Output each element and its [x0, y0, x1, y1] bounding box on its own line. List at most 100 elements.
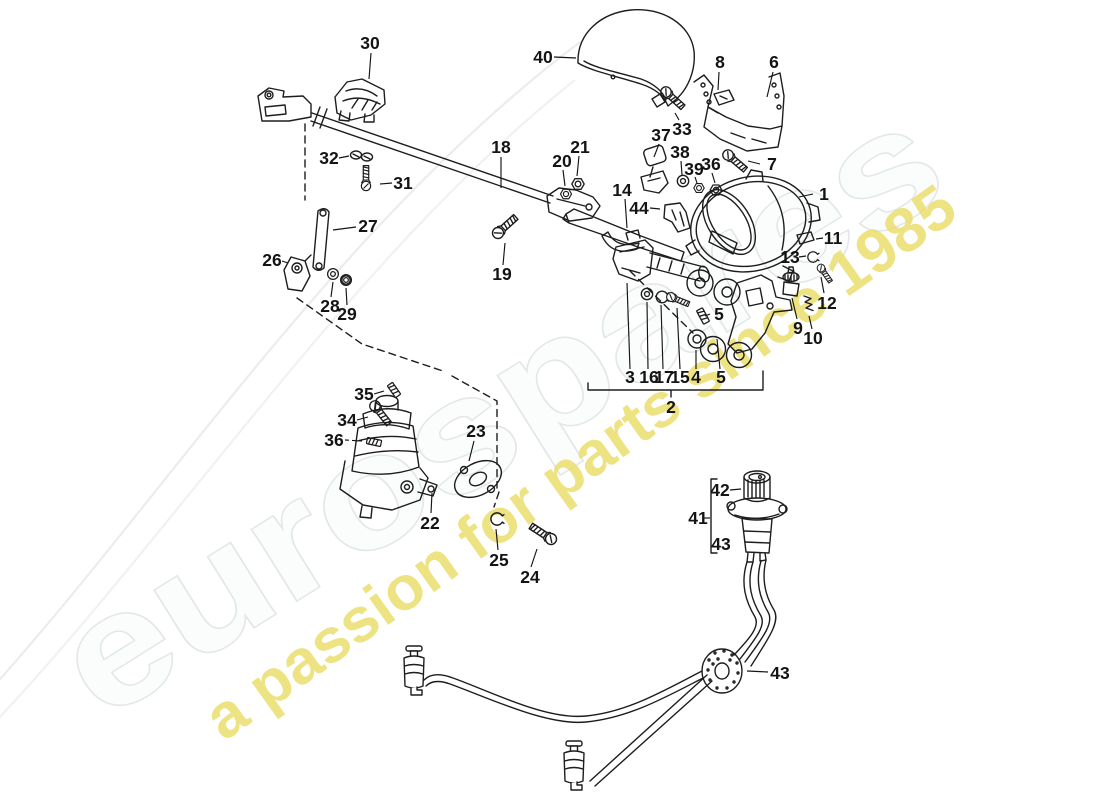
part-label-2: 2 [666, 397, 676, 417]
leader-line-14 [624, 198, 628, 229]
group-bracket-2 [587, 370, 764, 398]
part-41-valve [726, 470, 788, 563]
part-18-rod [310, 106, 554, 204]
leader-line-42 [729, 488, 742, 491]
leader-line-27 [332, 226, 357, 231]
part-14-hook [601, 231, 640, 252]
part-label-13: 13 [780, 247, 800, 267]
part-31-screw [360, 165, 372, 192]
leader-line-29 [345, 287, 348, 306]
part-20-nut [559, 188, 573, 200]
part-19-bolt [489, 212, 521, 242]
part-label-31: 31 [393, 173, 413, 193]
part-11-clip [796, 231, 815, 245]
part-label-43: 43 [770, 663, 790, 683]
part-6-bracket [693, 72, 785, 152]
part-21-nut [571, 178, 585, 190]
part-label-25: 25 [489, 550, 509, 570]
part-label-23: 23 [466, 421, 486, 441]
part-label-17: 17 [654, 367, 673, 387]
part-label-18: 18 [491, 137, 511, 157]
part-label-14: 14 [612, 180, 632, 200]
watermark: eurospares a passion for parts since 198… [25, 68, 974, 754]
part-label-39: 39 [684, 159, 704, 179]
part-label-15: 15 [670, 367, 690, 387]
part-label-30: 30 [360, 33, 380, 53]
part-label-33: 33 [672, 119, 692, 139]
part-43-grommet [701, 648, 743, 694]
part-label-36: 36 [701, 154, 721, 174]
leader-line-25 [495, 528, 499, 551]
leader-line-1 [798, 193, 814, 198]
leader-line-35 [373, 390, 385, 395]
part-nozzle-right [563, 740, 585, 791]
leader-line-36 [344, 439, 363, 442]
leader-line-39 [694, 176, 698, 184]
leader-line-24 [530, 548, 538, 568]
part-label-20: 20 [552, 151, 572, 171]
part-4-grommet-ring [687, 329, 707, 349]
leader-line-36 [711, 172, 716, 184]
part-label-19: 19 [492, 264, 512, 284]
part-mounting-bar [562, 208, 685, 262]
watermark-brand-text: eurospares [27, 69, 973, 751]
leader-line-20 [562, 169, 566, 187]
leader-line-33 [674, 112, 680, 121]
part-27-link [312, 208, 330, 271]
leader-line-23 [468, 440, 475, 462]
part-label-29: 29 [337, 304, 357, 324]
drawing-layer [257, 9, 835, 791]
leader-line-32 [338, 155, 350, 159]
part-label-44: 44 [629, 198, 649, 218]
part-label-16: 16 [639, 367, 659, 387]
part-label-8: 8 [715, 52, 725, 72]
part-9-adjuster [782, 266, 800, 297]
part-3-clevis [612, 229, 654, 282]
part-left-bracket [257, 87, 312, 122]
leader-line-10 [808, 315, 813, 330]
part-32-clips [349, 150, 374, 162]
part-label-38: 38 [670, 142, 690, 162]
part-label-9: 9 [793, 318, 803, 338]
group-bracket-41 [710, 478, 718, 554]
hoses [423, 559, 777, 787]
part-label-6: 6 [769, 52, 779, 72]
leader-line-15 [676, 307, 681, 370]
part-label-42: 42 [710, 480, 730, 500]
leader-line-44 [649, 207, 661, 210]
leader-line-6 [766, 71, 774, 98]
part-label-7: 7 [767, 154, 777, 174]
leader-line-7 [747, 160, 761, 165]
part-29-washer [339, 273, 353, 287]
leader-line-8 [717, 71, 720, 91]
part-label-10: 10 [803, 328, 823, 348]
part-label-27: 27 [358, 216, 377, 236]
part-label-37: 37 [651, 125, 670, 145]
leader-line-12 [820, 276, 825, 294]
part-label-40: 40 [533, 47, 553, 67]
leader-line-38 [680, 160, 683, 176]
part-label-22: 22 [420, 513, 440, 533]
part-44-bracket [663, 202, 691, 233]
leader-line-37 [653, 143, 660, 158]
leader-line-3 [626, 282, 631, 370]
part-label-35: 35 [354, 384, 374, 404]
part-label-36: 36 [324, 430, 344, 450]
leader-line-34 [356, 416, 369, 421]
leader-line-22 [430, 492, 433, 514]
part-label-11: 11 [824, 228, 843, 248]
part-lower-lobes [699, 335, 753, 369]
leader-line-28 [330, 281, 334, 298]
leader-line-21 [576, 155, 580, 177]
part-37-buffer [640, 144, 669, 194]
part-40-cowl [577, 9, 695, 108]
part-10-spring [803, 295, 814, 312]
part-nozzle-left [403, 645, 425, 696]
leader-line-5 [716, 338, 721, 370]
leader-line-13 [798, 255, 807, 258]
leader-line-43 [746, 670, 769, 673]
part-label-34: 34 [337, 410, 357, 430]
leader-line-17 [660, 304, 664, 370]
